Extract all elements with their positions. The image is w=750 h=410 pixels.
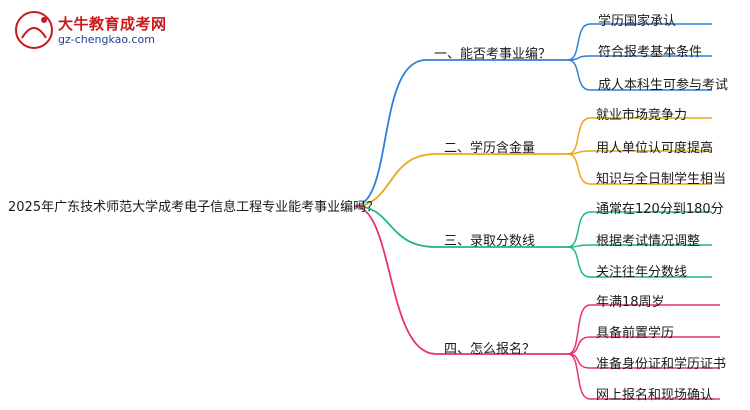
connector-line xyxy=(567,246,591,278)
connector-line xyxy=(567,55,591,61)
connector-line xyxy=(353,153,437,207)
leaf-node: 具备前置学历 xyxy=(596,326,675,341)
root-node: 2025年广东技术师范大学成考电子信息工程专业能考事业编吗？ xyxy=(8,200,380,215)
leaf-node: 网上报名和现场确认 xyxy=(596,388,714,403)
site-logo[interactable]: 大牛教育成考网 gz-chengkao.com xyxy=(14,10,174,52)
connector-line xyxy=(567,353,591,369)
connector-line xyxy=(567,304,591,355)
leaf-node: 成人本科生可参与考试 xyxy=(598,78,729,93)
connector-line xyxy=(353,59,427,207)
connector-line xyxy=(567,117,591,155)
branch-node-3: 三、录取分数线 xyxy=(444,234,536,249)
connector-line xyxy=(567,336,591,355)
mindmap-connectors xyxy=(353,23,720,400)
branch-node-2: 二、学历含金量 xyxy=(444,141,536,156)
leaf-node: 用人单位认可度提高 xyxy=(596,141,714,156)
connector-line xyxy=(567,211,591,248)
leaf-node: 就业市场竞争力 xyxy=(596,108,688,123)
leaf-node: 学历国家承认 xyxy=(598,14,677,29)
leaf-node: 年满18周岁 xyxy=(596,295,665,310)
branch-node-1: 一、能否考事业编？ xyxy=(434,47,552,62)
leaf-node: 准备身份证和学历证书 xyxy=(596,357,727,372)
connector-line xyxy=(567,353,591,400)
logo-title: 大牛教育成考网 xyxy=(58,15,167,33)
leaf-node: 根据考试情况调整 xyxy=(596,234,701,249)
leaf-node: 通常在120分到180分 xyxy=(596,202,724,217)
connector-line xyxy=(353,205,437,248)
connector-line xyxy=(353,205,437,355)
logo-url: gz-chengkao.com xyxy=(58,33,155,46)
connector-line xyxy=(567,59,591,91)
leaf-node: 关注往年分数线 xyxy=(596,265,688,280)
connector-line xyxy=(567,153,591,185)
logo-mark-icon xyxy=(15,11,53,49)
leaf-node: 符合报考基本条件 xyxy=(598,45,703,60)
connector-line xyxy=(567,23,591,61)
branch-node-4: 四、怎么报名？ xyxy=(444,342,536,357)
leaf-node: 知识与全日制学生相当 xyxy=(596,172,727,187)
